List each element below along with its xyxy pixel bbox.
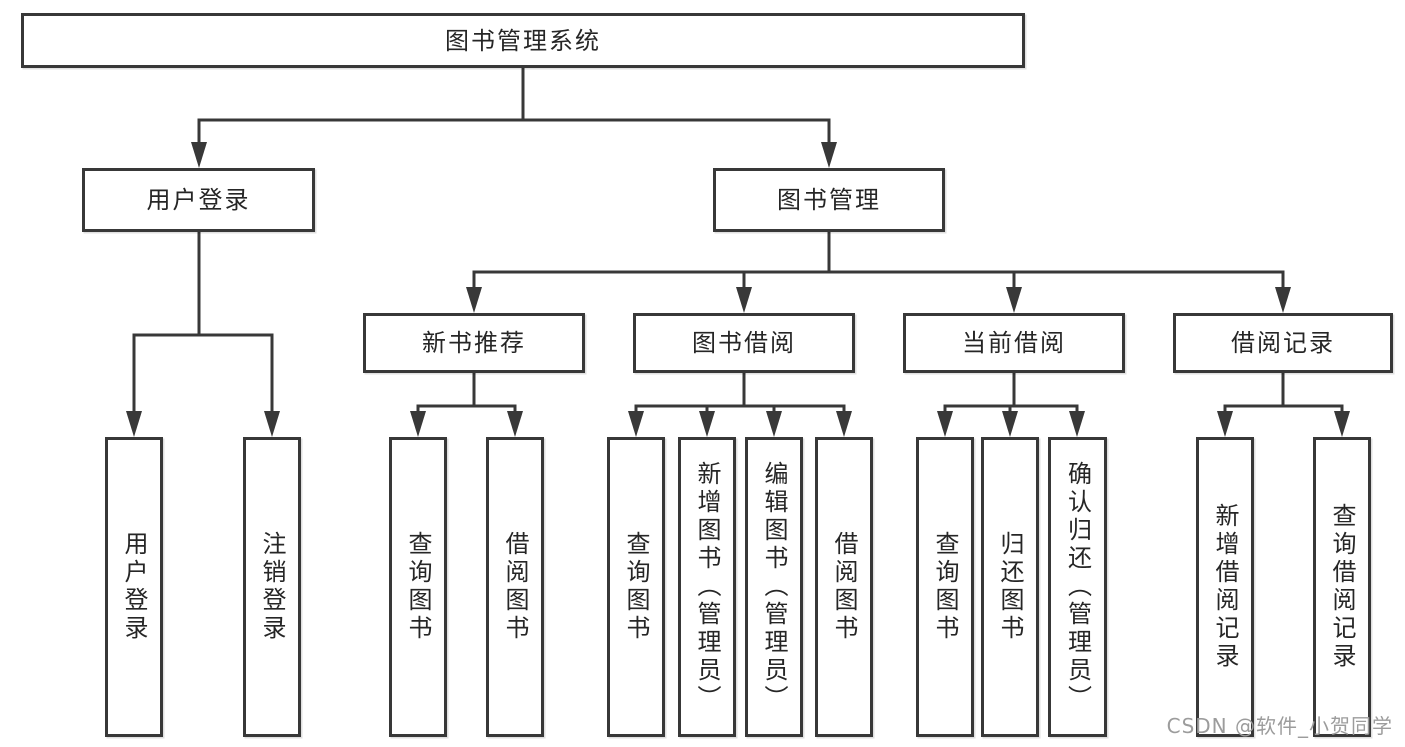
- node-label: 用户登录: [146, 186, 251, 214]
- leaf-query-book-1: 查询图书: [389, 437, 447, 737]
- node-user-login: 用户登录: [82, 168, 315, 232]
- node-label: 注销登录: [258, 531, 286, 643]
- node-book-management: 图书管理: [713, 168, 945, 232]
- leaf-borrow-book-2: 借阅图书: [815, 437, 873, 737]
- leaf-logout: 注销登录: [243, 437, 301, 737]
- leaf-confirm-return-admin: 确认归还（管理员）: [1048, 437, 1107, 737]
- leaf-edit-book-admin: 编辑图书（管理员）: [745, 437, 803, 737]
- node-label: 查询借阅记录: [1328, 503, 1356, 671]
- leaf-borrow-book-1: 借阅图书: [486, 437, 544, 737]
- node-label: 查询图书: [404, 531, 432, 643]
- node-label: 当前借阅: [962, 329, 1066, 357]
- node-book-borrow: 图书借阅: [633, 313, 855, 373]
- node-label: 借阅图书: [501, 531, 529, 643]
- node-label: 新书推荐: [422, 329, 526, 357]
- node-label: 图书借阅: [692, 329, 796, 357]
- leaf-query-book-3: 查询图书: [916, 437, 974, 737]
- node-borrow-record: 借阅记录: [1173, 313, 1393, 373]
- leaf-add-book-admin: 新增图书（管理员）: [678, 437, 736, 737]
- node-label: 新增图书（管理员）: [693, 461, 721, 713]
- leaf-return-book: 归还图书: [981, 437, 1039, 737]
- node-new-book-recommend: 新书推荐: [363, 313, 585, 373]
- node-label: 新增借阅记录: [1211, 503, 1239, 671]
- node-library-management-system: 图书管理系统: [21, 13, 1025, 68]
- node-label: 借阅记录: [1231, 329, 1335, 357]
- node-label: 确认归还（管理员）: [1063, 461, 1092, 713]
- leaf-user-login: 用户登录: [105, 437, 163, 737]
- leaf-query-borrow-record: 查询借阅记录: [1313, 437, 1371, 737]
- node-label: 图书管理: [777, 186, 881, 214]
- leaf-query-book-2: 查询图书: [607, 437, 665, 737]
- node-label: 查询图书: [931, 531, 959, 643]
- node-label: 归还图书: [996, 531, 1024, 643]
- node-label: 借阅图书: [830, 531, 858, 643]
- node-label: 图书管理系统: [445, 26, 601, 55]
- leaf-add-borrow-record: 新增借阅记录: [1196, 437, 1254, 737]
- node-label: 查询图书: [622, 531, 650, 643]
- node-label: 编辑图书（管理员）: [760, 461, 788, 713]
- csdn-watermark: CSDN @软件_小贺同学: [1166, 714, 1393, 738]
- node-current-borrow: 当前借阅: [903, 313, 1125, 373]
- node-label: 用户登录: [120, 531, 148, 643]
